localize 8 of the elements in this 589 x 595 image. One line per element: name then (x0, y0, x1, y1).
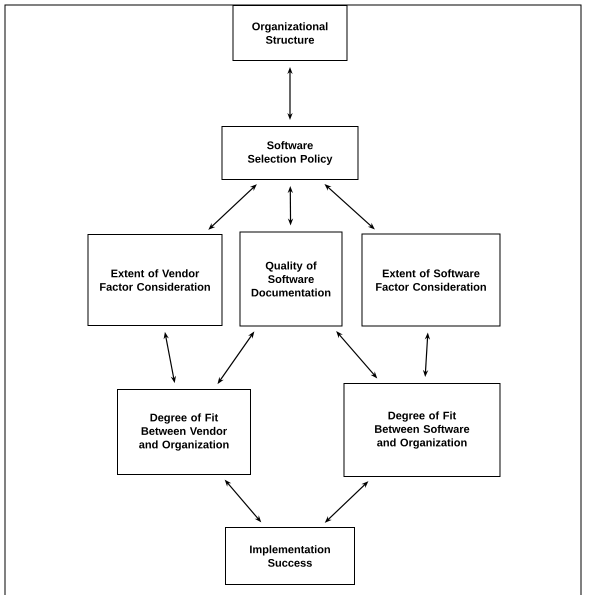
process-box: Degree of Fit Between Software and Organization (344, 383, 500, 477)
process-box: Extent of Software Factor Consideration (362, 234, 500, 326)
process-box: Extent of Vendor Factor Consideration (88, 234, 222, 326)
process-box: Quality of Software Documentation (240, 232, 342, 326)
process-box: Organizational Structure (232, 5, 348, 61)
process-box: Degree of Fit Between Vendor and Organization (117, 389, 251, 475)
process-box: Implementation Success (225, 527, 355, 585)
process-box: Software Selection Policy (222, 126, 358, 180)
